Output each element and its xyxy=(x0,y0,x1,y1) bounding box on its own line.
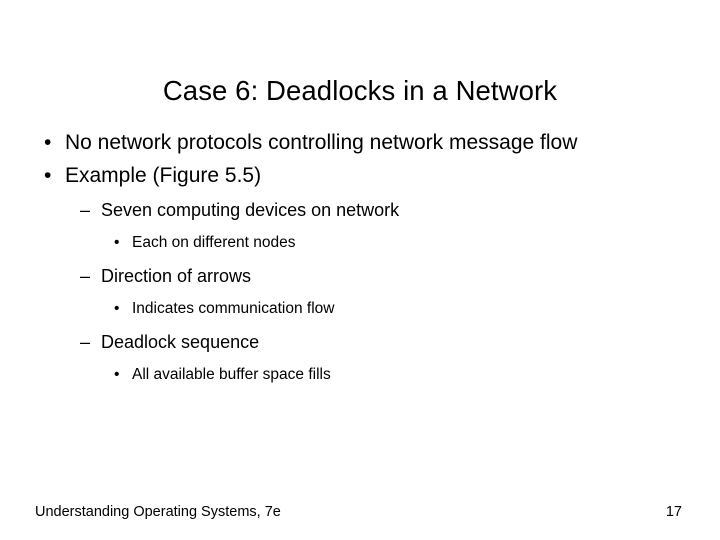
bullet-item: – Deadlock sequence xyxy=(0,327,720,357)
bullet-item: • Example (Figure 5.5) xyxy=(0,161,720,192)
bullet-marker-icon: • xyxy=(44,131,52,154)
page-title: Case 6: Deadlocks in a Network xyxy=(162,75,558,107)
footer-source-text: Understanding Operating Systems, 7e xyxy=(35,504,281,520)
bullet-marker-icon: • xyxy=(114,234,120,251)
bullet-text: No network protocols controlling network… xyxy=(65,131,578,154)
bullet-text: Each on different nodes xyxy=(132,234,296,251)
bullet-item: • All available buffer space fills xyxy=(0,360,720,389)
bullet-item: • Indicates communication flow xyxy=(0,294,720,323)
bullet-item: – Direction of arrows xyxy=(0,261,720,291)
bullet-text: Direction of arrows xyxy=(101,266,252,286)
bullet-text: Indicates communication flow xyxy=(132,300,335,317)
bullet-text: Deadlock sequence xyxy=(101,332,260,352)
bullet-item: • Each on different nodes xyxy=(0,228,720,257)
bullet-text: All available buffer space fills xyxy=(132,366,331,383)
bullet-item: – Seven computing devices on network xyxy=(0,195,720,225)
slide-body: • No network protocols controlling netwo… xyxy=(0,128,720,389)
bullet-text: Seven computing devices on network xyxy=(101,200,400,220)
bullet-text: Example (Figure 5.5) xyxy=(65,163,262,187)
footer-page-number: 17 xyxy=(665,504,682,520)
bullet-item: • No network protocols controlling netwo… xyxy=(0,128,720,159)
bullet-marker-icon: • xyxy=(114,366,120,383)
bullet-marker-icon: • xyxy=(114,300,120,317)
dash-marker-icon: – xyxy=(80,266,91,286)
dash-marker-icon: – xyxy=(80,200,91,220)
dash-marker-icon: – xyxy=(80,332,91,352)
slide-footer: Understanding Operating Systems, 7e 17 xyxy=(0,492,720,540)
bullet-marker-icon: • xyxy=(44,163,52,187)
